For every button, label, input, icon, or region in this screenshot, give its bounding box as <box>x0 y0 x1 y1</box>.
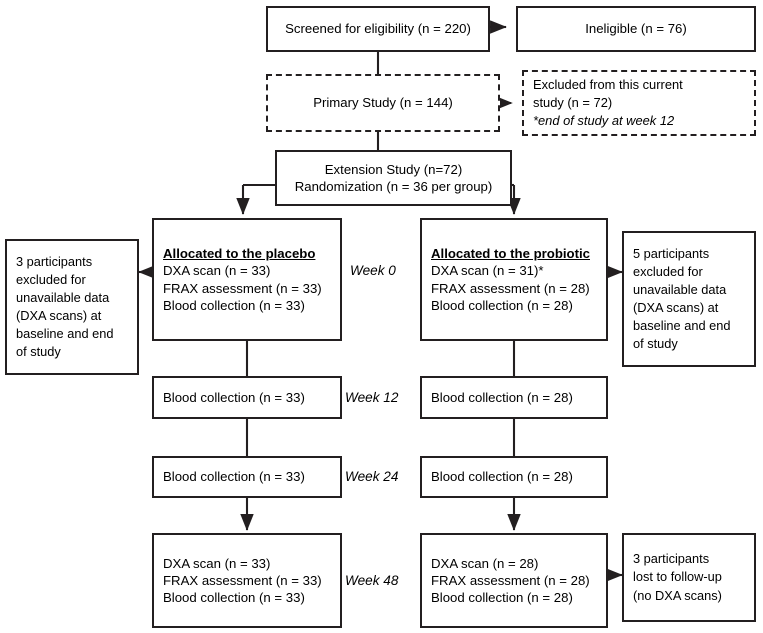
excluded-right-line1: 5 participants <box>633 245 710 261</box>
box-extension-study: Extension Study (n=72) Randomization (n … <box>275 150 512 206</box>
box-excluded-from-current-study: Excluded from this current study (n = 72… <box>522 70 756 136</box>
box-primary-study: Primary Study (n = 144) <box>266 74 500 132</box>
excluded-left-line6: of study <box>16 344 61 360</box>
extension-study-line1: Extension Study (n=72) <box>324 161 463 177</box>
excluded-right-line4: (DXA scans) at <box>633 300 719 315</box>
box-allocated-probiotic: Allocated to the probiotic DXA scan (n =… <box>420 218 608 341</box>
timepoint-week-12: Week 12 <box>345 390 399 405</box>
lost-followup-line2: lost to follow-up <box>633 569 722 585</box>
placebo-w0-frax: FRAX assessment (n = 33) <box>163 280 322 296</box>
probiotic-w0-dxa: DXA scan (n = 31)* <box>431 263 544 279</box>
ineligible-label: Ineligible (n = 76) <box>585 21 687 37</box>
timepoint-week-48: Week 48 <box>345 573 399 588</box>
probiotic-w12-blood: Blood collection (n = 28) <box>431 389 573 405</box>
lost-followup-line1: 3 participants <box>633 551 710 567</box>
timepoint-week-0: Week 0 <box>350 263 396 278</box>
probiotic-heading: Allocated to the probiotic <box>431 246 590 262</box>
placebo-w48-blood: Blood collection (n = 33) <box>163 590 305 606</box>
excluded-right-line3: unavailable data <box>633 281 727 297</box>
probiotic-w0-blood: Blood collection (n = 28) <box>431 297 573 313</box>
primary-study-label: Primary Study (n = 144) <box>313 95 453 111</box>
probiotic-w24-blood: Blood collection (n = 28) <box>431 469 573 485</box>
box-allocated-placebo: Allocated to the placebo DXA scan (n = 3… <box>152 218 342 341</box>
probiotic-w48-frax: FRAX assessment (n = 28) <box>431 572 590 588</box>
box-lost-to-followup: 3 participants lost to follow-up (no DXA… <box>622 533 756 622</box>
placebo-w48-dxa: DXA scan (n = 33) <box>163 555 271 571</box>
excluded-left-line3: unavailable data <box>16 289 110 305</box>
excluded-current-line1: Excluded from this current <box>533 77 683 93</box>
placebo-w0-blood: Blood collection (n = 33) <box>163 297 305 313</box>
box-probiotic-week24: Blood collection (n = 28) <box>420 456 608 498</box>
box-probiotic-week12: Blood collection (n = 28) <box>420 376 608 419</box>
probiotic-w48-dxa: DXA scan (n = 28) <box>431 555 539 571</box>
probiotic-w48-blood: Blood collection (n = 28) <box>431 590 573 606</box>
excluded-left-line4: (DXA scans) at <box>16 308 102 323</box>
box-screened-for-eligibility: Screened for eligibility (n = 220) <box>266 6 490 52</box>
excluded-left-line2: excluded for <box>16 271 86 287</box>
placebo-heading: Allocated to the placebo <box>163 246 316 262</box>
excluded-right-line6: of study <box>633 336 678 352</box>
screened-label: Screened for eligibility (n = 220) <box>285 21 471 37</box>
probiotic-w0-frax: FRAX assessment (n = 28) <box>431 280 590 296</box>
excluded-right-line5: baseline and end <box>633 318 731 334</box>
excluded-right-line2: excluded for <box>633 263 703 279</box>
extension-study-line2: Randomization (n = 36 per group) <box>294 179 493 194</box>
box-placebo-week48: DXA scan (n = 33) FRAX assessment (n = 3… <box>152 533 342 628</box>
excluded-current-footnote: *end of study at week 12 <box>533 112 675 128</box>
excluded-left-line5: baseline and end <box>16 326 114 342</box>
excluded-left-line1: 3 participants <box>16 253 93 269</box>
timepoint-week-24: Week 24 <box>345 469 399 484</box>
box-placebo-week24: Blood collection (n = 33) <box>152 456 342 498</box>
box-placebo-week12: Blood collection (n = 33) <box>152 376 342 419</box>
placebo-w0-dxa: DXA scan (n = 33) <box>163 263 271 279</box>
box-excluded-right-probiotic: 5 participants excluded for unavailable … <box>622 231 756 367</box>
excluded-current-line2: study (n = 72) <box>533 95 613 111</box>
placebo-w24-blood: Blood collection (n = 33) <box>163 469 305 485</box>
placebo-w48-frax: FRAX assessment (n = 33) <box>163 572 322 588</box>
placebo-w12-blood: Blood collection (n = 33) <box>163 389 305 405</box>
lost-followup-line3: (no DXA scans) <box>633 587 722 603</box>
box-probiotic-week48: DXA scan (n = 28) FRAX assessment (n = 2… <box>420 533 608 628</box>
box-ineligible: Ineligible (n = 76) <box>516 6 756 52</box>
box-excluded-left-placebo: 3 participants excluded for unavailable … <box>5 239 139 375</box>
